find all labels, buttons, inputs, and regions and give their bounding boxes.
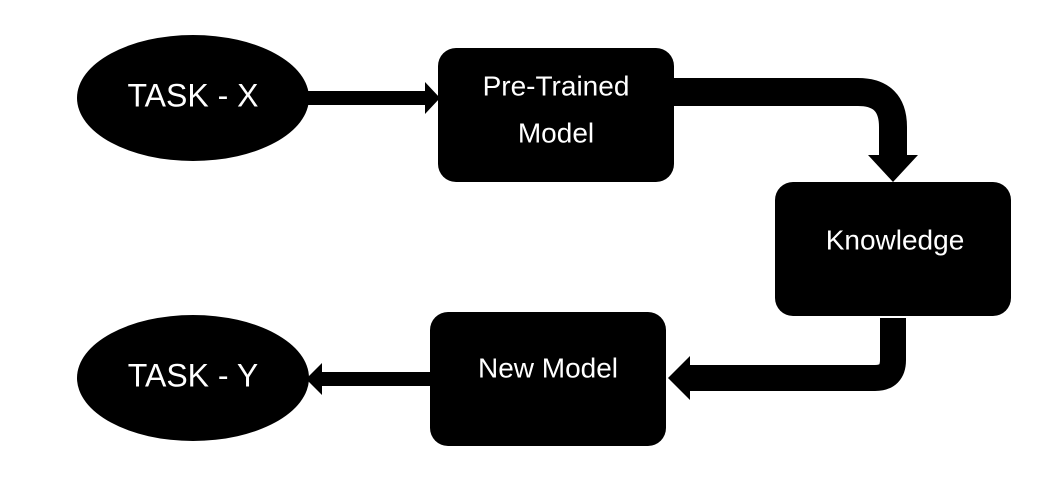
pretrained-model-node: Pre-Trained Model bbox=[438, 48, 674, 182]
knowledge-node: Knowledge bbox=[775, 182, 1011, 316]
arrow-taskx-to-pretrained bbox=[305, 82, 440, 114]
arrow-newmodel-to-tasky bbox=[306, 363, 432, 395]
arrow-pretrained-to-knowledge bbox=[672, 78, 918, 182]
arrow-knowledge-to-newmodel bbox=[668, 318, 906, 400]
task-x-label: TASK - X bbox=[128, 77, 259, 113]
task-x-node: TASK - X bbox=[77, 35, 309, 161]
knowledge-label: Knowledge bbox=[826, 224, 965, 255]
new-model-node: New Model bbox=[430, 312, 666, 446]
pretrained-model-label-line2: Model bbox=[518, 117, 594, 148]
pretrained-model-label-line1: Pre-Trained bbox=[483, 70, 630, 101]
task-y-label: TASK - Y bbox=[128, 357, 258, 393]
task-y-node: TASK - Y bbox=[77, 315, 309, 441]
new-model-label: New Model bbox=[478, 352, 618, 383]
